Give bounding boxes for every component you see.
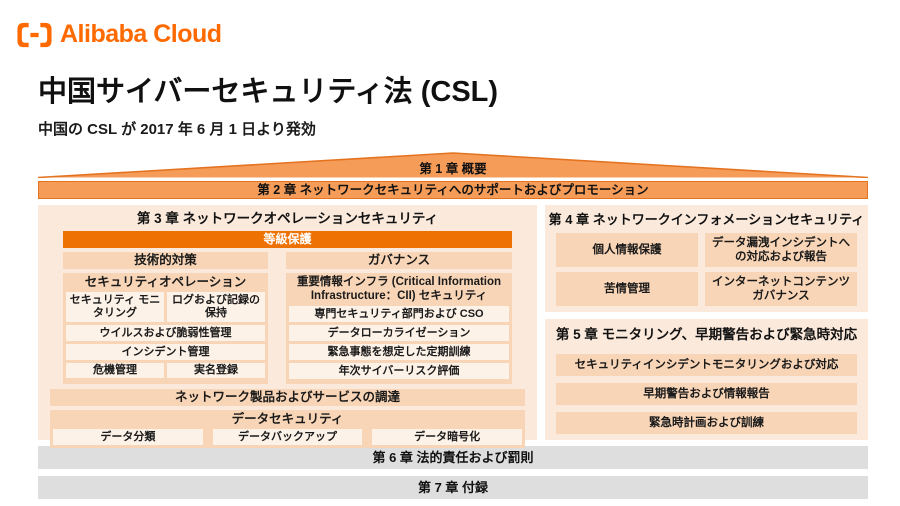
data-classification-box: データ分類 (53, 429, 203, 445)
security-operation-panel: セキュリティオペレーション セキュリティ モニタリング ログおよび記録の 保持 … (63, 273, 268, 384)
real-name-registration-box: 実名登録 (167, 363, 265, 378)
cii-row-4: 年次サイバーリスク評価 (289, 363, 509, 379)
chapter5-rows: セキュリティインシデントモニタリングおよび対応 早期警告および情報報告 緊急時計… (556, 354, 857, 434)
logo-text: Alibaba Cloud (60, 20, 222, 48)
chapter6-bar: 第 6 章 法的責任および罰則 (38, 446, 868, 469)
crisis-management-box: 危機管理 (66, 363, 164, 378)
data-security-row: データ分類 データバックアップ データ暗号化 (53, 429, 523, 445)
internet-content-governance-box: インターネットコンテンツガバナンス (705, 272, 857, 306)
governance-header: ガバナンス (286, 252, 512, 269)
chapter4-panel: 第 4 章 ネットワークインフォメーションセキュリティ 個人情報保護 データ漏洩… (545, 205, 868, 312)
chapter3-sub-panels: セキュリティオペレーション セキュリティ モニタリング ログおよび記録の 保持 … (63, 273, 512, 384)
early-warning-reporting-box: 早期警告および情報報告 (556, 383, 857, 405)
complaint-management-box: 苦情管理 (556, 272, 699, 306)
chapter2-bar: 第 2 章 ネットワークセキュリティへのサポートおよびプロモーション (38, 181, 868, 199)
page-title: 中国サイバーセキュリティ法 (CSL) (38, 76, 499, 108)
chapter7-bar: 第 7 章 付録 (38, 476, 868, 499)
grade-protection-bar: 等級保護 (63, 231, 512, 248)
security-operation-row1: セキュリティ モニタリング ログおよび記録の 保持 (66, 292, 265, 322)
incident-monitoring-response-box: セキュリティインシデントモニタリングおよび対応 (556, 354, 857, 376)
security-monitoring-box: セキュリティ モニタリング (66, 292, 164, 322)
page-subtitle: 中国の CSL が 2017 年 6 月 1 日より発効 (38, 121, 316, 138)
right-column: 第 4 章 ネットワークインフォメーションセキュリティ 個人情報保護 データ漏洩… (545, 205, 868, 440)
alibaba-cloud-brackets-icon (16, 21, 53, 49)
data-backup-box: データバックアップ (212, 429, 363, 445)
chapter4-title: 第 4 章 ネットワークインフォメーションセキュリティ (548, 212, 865, 227)
chapter1-label: 第 1 章 概要 (419, 162, 487, 176)
personal-info-protection-box: 個人情報保護 (556, 233, 699, 267)
contingency-plan-drill-box: 緊急時計画および訓練 (556, 412, 857, 434)
emergency-drill-box: 緊急事態を想定した定期訓練 (289, 344, 509, 360)
virus-vulnerability-row: ウイルスおよび脆弱性管理 (66, 325, 265, 341)
incident-management-box: インシデント管理 (66, 344, 265, 360)
technical-measures-header: 技術的対策 (63, 252, 268, 269)
cii-row-1: 専門セキュリティ部門および CSO (289, 306, 509, 322)
chapter3-title: 第 3 章 ネットワークオペレーションセキュリティ (136, 211, 439, 226)
annual-risk-assessment-box: 年次サイバーリスク評価 (289, 363, 509, 379)
data-breach-response-box: データ漏洩インシデントへの対応および報告 (705, 233, 857, 267)
cii-row-3: 緊急事態を想定した定期訓練 (289, 344, 509, 360)
data-security-panel: データセキュリティ データ分類 データバックアップ データ暗号化 (50, 410, 525, 448)
log-retention-box: ログおよび記録の 保持 (167, 292, 265, 322)
cii-security-panel: 重要情報インフラ (Critical Information Infrastru… (286, 273, 512, 384)
diagram-main-row: 第 3 章 ネットワークオペレーションセキュリティ 等級保護 技術的対策 ガバナ… (38, 205, 868, 448)
security-operation-title: セキュリティオペレーション (84, 275, 247, 289)
cso-box: 専門セキュリティ部門および CSO (289, 306, 509, 322)
chapter5-panel: 第 5 章 モニタリング、早期警告および緊急時対応 セキュリティインシデントモニ… (545, 319, 868, 440)
data-localization-box: データローカライゼーション (289, 325, 509, 341)
chapter3-column-headers: 技術的対策 ガバナンス (63, 252, 512, 269)
csl-structure-diagram: 第 1 章 概要 第 2 章 ネットワークセキュリティへのサポートおよびプロモー… (38, 152, 868, 499)
security-operation-row2: 危機管理 実名登録 (66, 363, 265, 378)
alibaba-cloud-logo: Alibaba Cloud (16, 20, 222, 49)
virus-vulnerability-box: ウイルスおよび脆弱性管理 (66, 325, 265, 341)
chapter5-title: 第 5 章 モニタリング、早期警告および緊急時対応 (555, 327, 858, 342)
cii-row-2: データローカライゼーション (289, 325, 509, 341)
data-encryption-box: データ暗号化 (372, 429, 523, 445)
incident-management-row: インシデント管理 (66, 344, 265, 360)
chapter4-grid: 個人情報保護 データ漏洩インシデントへの対応および報告 苦情管理 インターネット… (556, 233, 857, 306)
cii-security-title: 重要情報インフラ (Critical Information Infrastru… (296, 276, 502, 302)
roof-shape-icon (38, 152, 868, 178)
procurement-bar: ネットワーク製品およびサービスの調達 (50, 389, 525, 406)
chapter1-roof: 第 1 章 概要 (38, 152, 868, 178)
data-security-title: データセキュリティ (231, 412, 344, 426)
chapter3-panel: 第 3 章 ネットワークオペレーションセキュリティ 等級保護 技術的対策 ガバナ… (38, 205, 537, 448)
